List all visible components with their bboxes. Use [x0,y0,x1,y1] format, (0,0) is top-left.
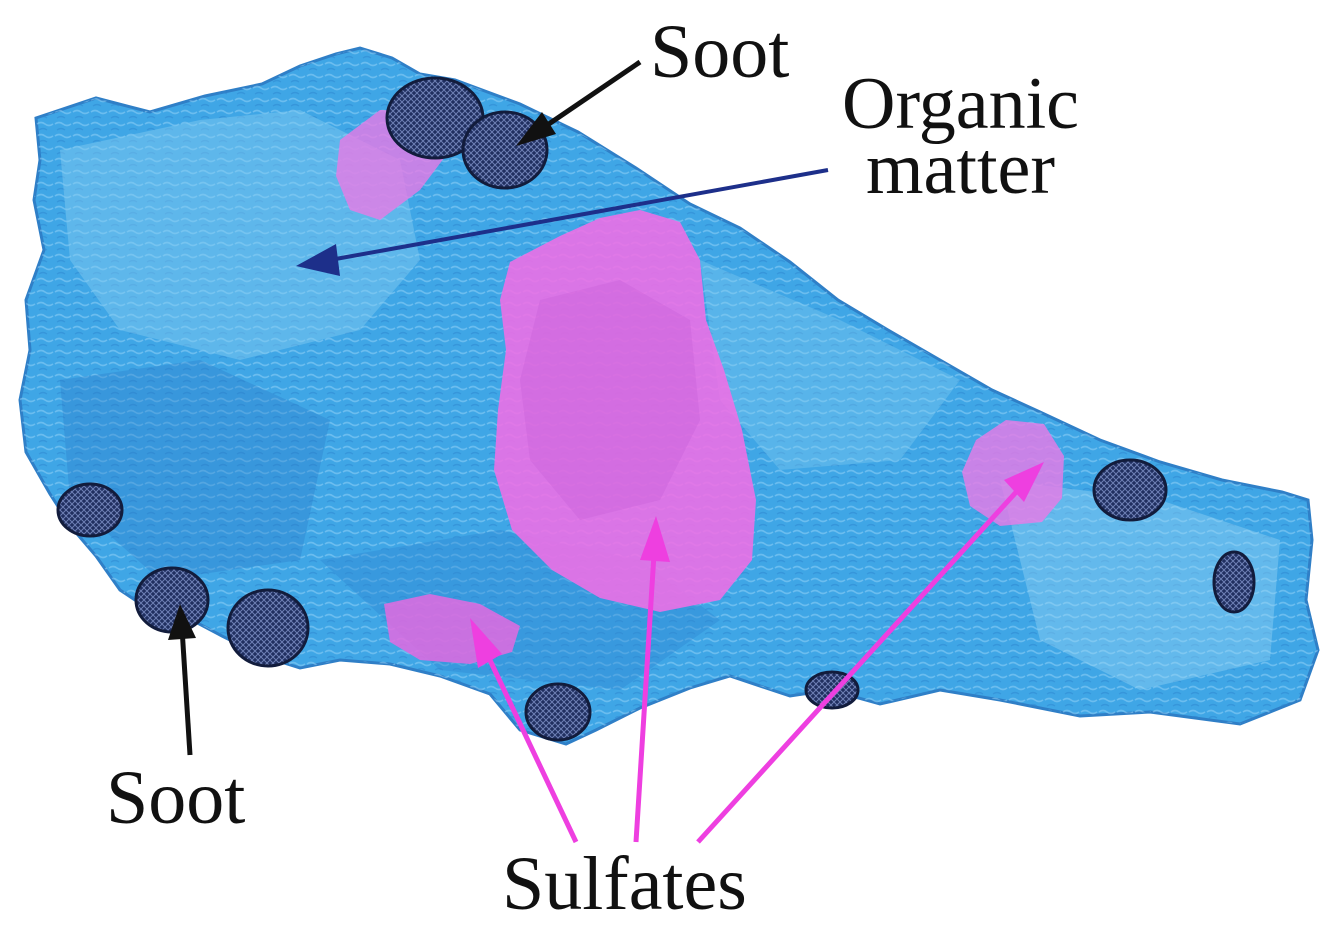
label-organic-matter: Organic matter [842,72,1079,202]
soot-particle [1214,552,1254,612]
label-sulfates: Sulfates [502,846,747,922]
soot-particle [1094,460,1166,520]
label-soot-bottom: Soot [106,760,245,836]
label-organic-line2: matter [842,137,1079,202]
soot-particle [228,590,308,666]
soot-particle [58,484,122,536]
label-soot-top: Soot [650,14,789,90]
soot-particle [526,684,590,740]
soot-particle [136,568,208,632]
